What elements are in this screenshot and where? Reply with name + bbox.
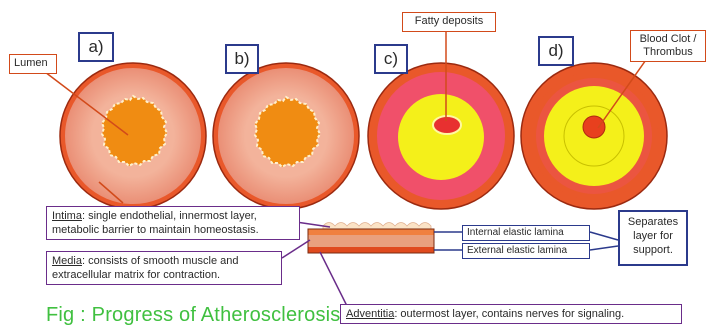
- artery-a: [60, 63, 206, 209]
- panel-label-d: d): [538, 36, 574, 66]
- adventitia-pointer: [320, 252, 348, 308]
- separates-pointer-2: [590, 246, 618, 250]
- separates-pointer-1: [590, 232, 618, 240]
- figure-caption: Fig : Progress of Atherosclerosis: [46, 304, 341, 327]
- external-lamina-label: External elastic lamina: [462, 243, 590, 259]
- panel-label-b: b): [225, 44, 259, 74]
- media-description: Media: consists of smooth muscle and ext…: [46, 251, 282, 285]
- artery-d: [521, 63, 667, 209]
- adventitia-description: Adventitia: outermost layer, contains ne…: [340, 304, 682, 324]
- fatty-deposits-callout: Fatty deposits: [402, 12, 496, 32]
- panel-label-a: a): [78, 32, 114, 62]
- panel-label-c: c): [374, 44, 408, 74]
- adventitia-term: Adventitia: [346, 308, 394, 320]
- intima-term: Intima: [52, 210, 82, 222]
- internal-lamina-label: Internal elastic lamina: [462, 225, 590, 241]
- media-term: Media: [52, 255, 82, 267]
- lumen-callout: Lumen: [9, 54, 57, 74]
- separates-label: Separates layer for support.: [618, 210, 688, 266]
- artery-b: [213, 63, 359, 209]
- narrowed-lumen-c: [433, 116, 461, 134]
- intima-description: Intima: single endothelial, innermost la…: [46, 206, 300, 240]
- clot-d: [583, 116, 605, 138]
- adventitia-text: outermost layer, contains nerves for sig…: [397, 308, 624, 320]
- blood-clot-callout: Blood Clot / Thrombus: [630, 30, 706, 62]
- media-pointer: [282, 240, 310, 258]
- artery-c: [368, 63, 514, 209]
